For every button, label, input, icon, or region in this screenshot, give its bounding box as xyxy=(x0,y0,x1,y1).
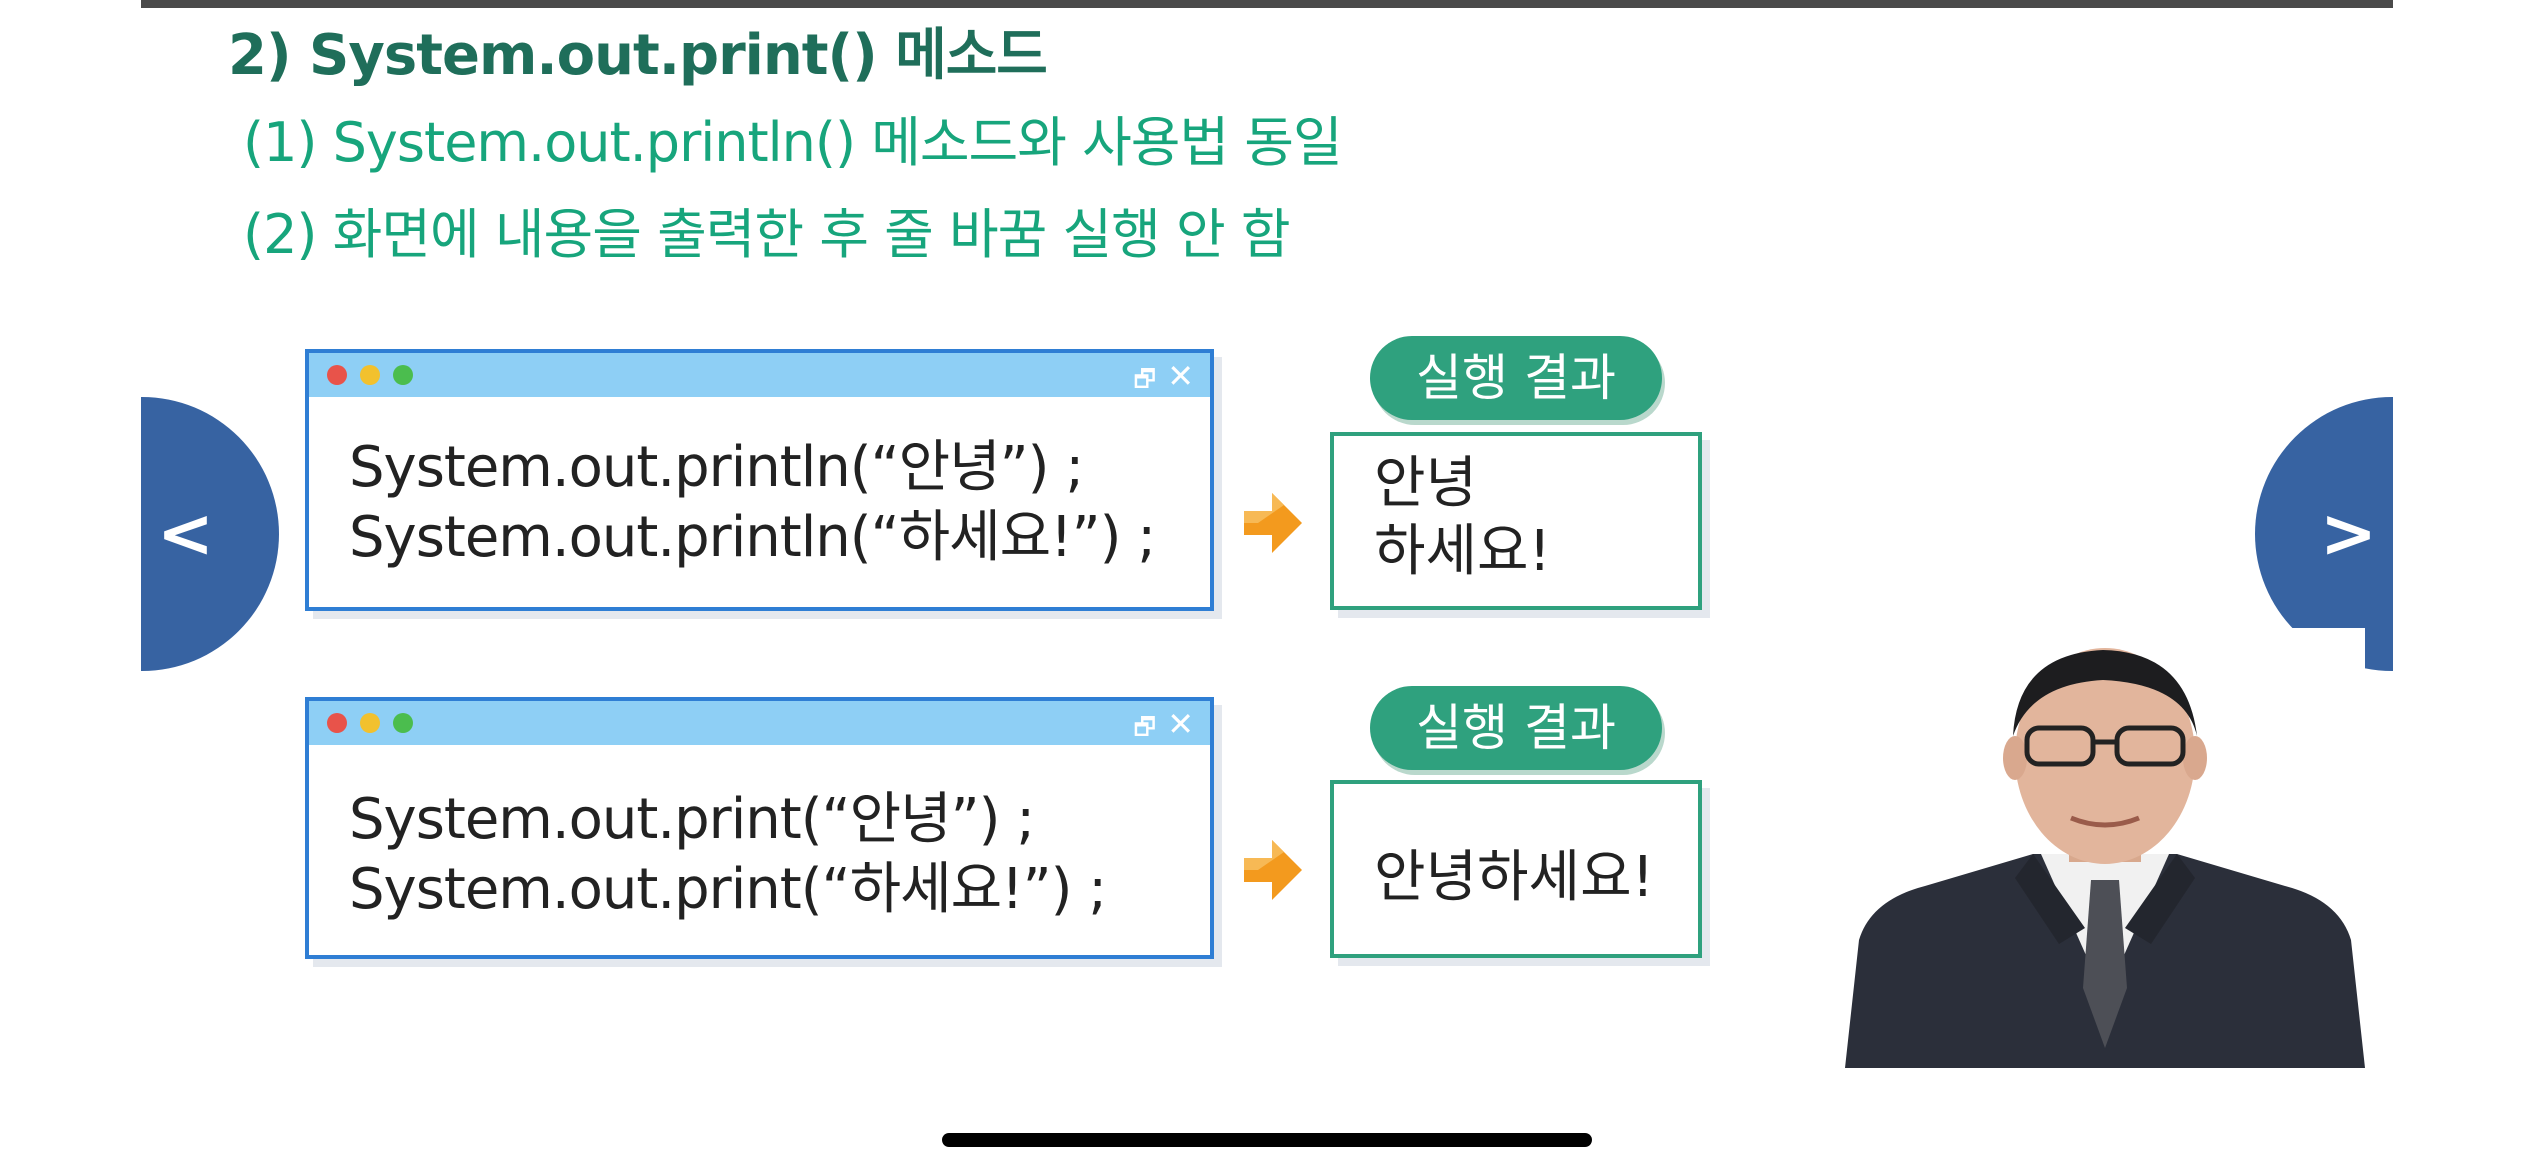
result-box: 안녕하세요! xyxy=(1330,780,1702,958)
window-dot-green-icon xyxy=(393,365,413,385)
result-label: 실행 결과 xyxy=(1370,336,1662,420)
window-dot-red-icon xyxy=(327,365,347,385)
chevron-right-icon: > xyxy=(2320,494,2377,574)
result-text: 안녕 하세요! xyxy=(1374,451,1552,584)
result-box: 안녕 하세요! xyxy=(1330,432,1702,610)
arrow-right-icon xyxy=(1244,493,1302,553)
code-text: System.out.println(“안녕”) ; System.out.pr… xyxy=(349,435,1156,570)
point-2: (2) 화면에 내용을 출력한 후 줄 바꿈 실행 안 함 xyxy=(243,203,1291,266)
code-window-println: 🗗 ✕ System.out.println(“안녕”) ; System.ou… xyxy=(305,349,1214,611)
presenter-video xyxy=(1845,628,2365,1068)
window-titlebar: 🗗 ✕ xyxy=(309,701,1210,745)
window-titlebar: 🗗 ✕ xyxy=(309,353,1210,397)
result-text: 안녕하세요! xyxy=(1374,845,1655,910)
close-icon: ✕ xyxy=(1167,357,1194,395)
code-window-print: 🗗 ✕ System.out.print(“안녕”) ; System.out.… xyxy=(305,697,1214,959)
code-text: System.out.print(“안녕”) ; System.out.prin… xyxy=(349,787,1107,922)
restore-icon: 🗗 xyxy=(1133,713,1156,741)
home-indicator[interactable] xyxy=(942,1133,1592,1147)
window-dot-red-icon xyxy=(327,713,347,733)
chevron-left-icon: < xyxy=(157,494,214,574)
top-bar xyxy=(141,0,2393,8)
window-dot-green-icon xyxy=(393,713,413,733)
result-label: 실행 결과 xyxy=(1370,686,1662,770)
window-dot-yellow-icon xyxy=(360,365,380,385)
point-1: (1) System.out.println() 메소드와 사용법 동일 xyxy=(243,111,1343,174)
restore-icon: 🗗 xyxy=(1133,365,1156,393)
arrow-right-icon xyxy=(1244,840,1302,900)
close-icon: ✕ xyxy=(1167,705,1194,743)
slide-heading: 2) System.out.print() 메소드 xyxy=(228,23,1048,88)
window-dot-yellow-icon xyxy=(360,713,380,733)
